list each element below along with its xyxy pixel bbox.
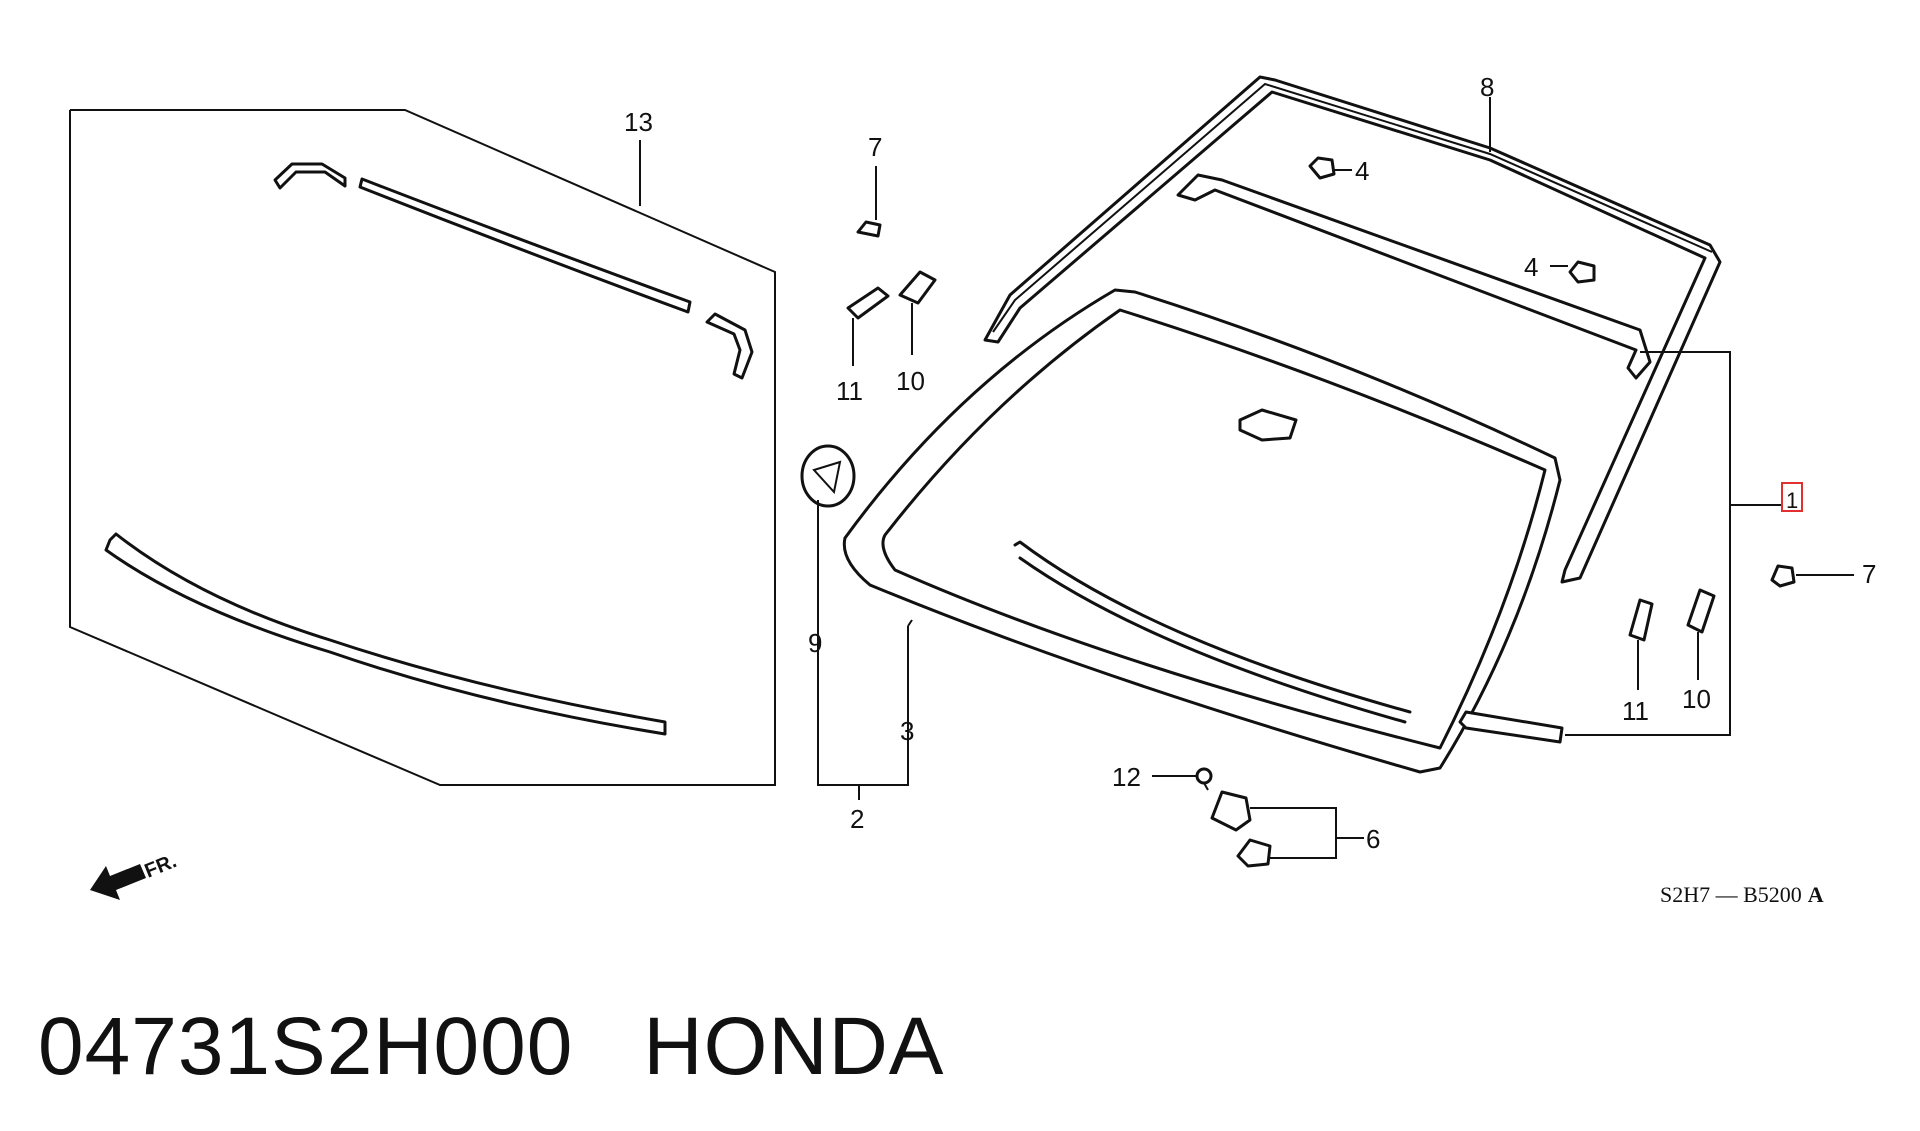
callout-1: 1 <box>1786 488 1798 513</box>
part-number: 04731S2H000 <box>38 1001 574 1092</box>
spacer-11-top <box>846 286 890 320</box>
lower-molding-kit <box>104 532 667 736</box>
clip-7-top <box>856 220 882 238</box>
callout-9: 9 <box>808 628 822 658</box>
upper-molding-kit <box>273 162 754 380</box>
mirror-base-9 <box>800 444 856 508</box>
windshield-glass <box>842 288 1562 774</box>
callout-4-upper: 4 <box>1355 156 1369 186</box>
callout-7-right: 7 <box>1862 559 1876 589</box>
molding-kit-frame <box>69 109 776 786</box>
callout-6: 6 <box>1366 824 1380 854</box>
spacer-10-right <box>1686 588 1716 634</box>
spacer-11-right <box>1628 598 1654 642</box>
callout-12: 12 <box>1112 762 1141 792</box>
windshield-molding-8 <box>983 75 1722 584</box>
callout-3: 3 <box>900 716 914 746</box>
callout-7-top: 7 <box>868 132 882 162</box>
spacer-10-top <box>898 270 937 305</box>
callout-13: 13 <box>624 107 653 137</box>
callout-4-lower: 4 <box>1524 252 1538 282</box>
callout-10-right: 10 <box>1682 684 1711 714</box>
fastener-6-lower <box>1236 838 1272 868</box>
reference-code: S2H7 — B5200 <box>1660 882 1802 907</box>
part-footer: 04731S2H000 HONDA <box>38 1000 945 1094</box>
lower-molding-strip <box>1458 710 1564 744</box>
front-direction-arrow: FR. <box>90 850 180 900</box>
callout-2: 2 <box>850 804 864 834</box>
brand-name: HONDA <box>643 1001 945 1092</box>
callout-11-top: 11 <box>836 376 863 406</box>
upper-molding-strip <box>1176 173 1652 380</box>
screw-12 <box>1195 767 1213 791</box>
callout-8: 8 <box>1480 72 1494 102</box>
fastener-6-upper <box>1210 790 1252 832</box>
clip-4-lower <box>1568 260 1596 284</box>
clip-4-upper <box>1308 156 1336 180</box>
callout-1-highlight[interactable] <box>1781 482 1803 512</box>
reference-suffix: A <box>1808 882 1824 907</box>
callout-11-right: 11 <box>1622 696 1649 726</box>
callout-10-top: 10 <box>896 366 925 396</box>
front-label: FR. <box>142 850 180 882</box>
clip-7-right <box>1770 564 1796 588</box>
